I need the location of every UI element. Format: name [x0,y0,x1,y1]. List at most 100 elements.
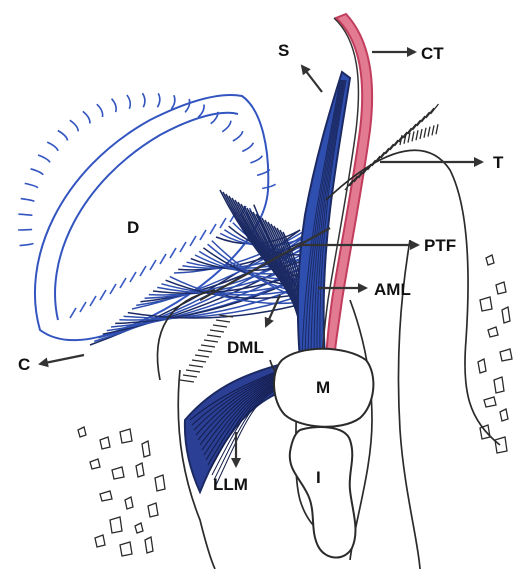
label-aml: AML [374,280,411,299]
disc-hatch-stroke [112,99,117,112]
bone-speckle [136,463,144,477]
label-ptf: PTF [424,236,456,255]
arrow-dml [266,295,280,326]
hatch-stroke [368,160,376,170]
bone-texture-left [78,427,165,556]
hatch-stroke [204,340,218,342]
bone-speckle [495,437,507,453]
label-ct: CT [421,44,444,63]
bone-speckle [148,503,158,517]
hatch-strip-left [180,315,233,382]
label-llm: LLM [213,475,248,494]
hatch-stroke [180,380,194,382]
bone-speckle [145,537,153,553]
disc-hatch-stroke [250,156,262,163]
disc-hatch-stroke [170,248,176,258]
hatch-stroke [436,124,438,134]
disc-hatch-stroke [25,183,38,187]
label-i: I [316,468,321,487]
disc-hatch-stroke [83,111,90,123]
disc-hatch-stroke [110,284,116,294]
bone-speckle [500,349,512,361]
bone-speckle [78,427,86,437]
bone-speckle [480,297,492,311]
hatch-stroke [198,350,212,352]
bone-speckle [110,517,122,533]
hatch-stroke [424,128,426,138]
bone-speckle [486,255,494,265]
disc-hatch-stroke [157,93,159,107]
disc-hatch-stroke [58,131,68,141]
bone-speckle [494,377,504,393]
disc-hatch-stroke [70,120,79,131]
bone-speckle [502,307,510,323]
bone-speckle [120,429,132,443]
bone-speckle [100,437,110,449]
disc-hatch-stroke [242,143,253,152]
hatch-stroke [412,131,414,141]
disc-hatch-stroke [233,131,243,141]
hatch-stroke [192,360,206,362]
disc-hatch-stroke [190,236,196,246]
hatch-stroke [413,120,421,130]
disc-hatch-stroke [143,93,145,107]
disc-hatch-stroke [120,278,126,288]
muscle-fiber [128,302,309,318]
label-s: S [278,41,289,60]
bone-speckle [480,425,490,439]
disc-hatch-stroke [21,199,35,202]
hatch-stroke [432,125,434,135]
disc-hatch-stroke [70,308,76,318]
label-dml: DML [227,338,264,357]
hatch-stroke [201,345,215,347]
bone-speckle [90,459,100,469]
arrow-s [302,66,322,92]
disc-hatch-stroke [20,244,34,246]
disc-hatch-stroke [18,229,32,230]
bone-speckle [112,467,124,479]
hatch-stroke [210,330,224,332]
hatch-stroke [189,365,203,367]
disc-hatch-stroke [185,99,190,112]
disc-hatch-stroke [210,224,216,234]
disc-hatch-stroke [38,155,50,162]
bone-i [290,427,356,558]
bone-speckle [120,542,132,556]
hatch-stroke [195,355,209,357]
hatch-stroke [207,335,221,337]
disc-hatch-stroke [140,266,146,276]
bone-speckle [135,523,143,533]
disc-hatch-stroke [222,121,231,132]
hatch-stroke [216,320,230,322]
disc-hatch-stroke [47,142,58,151]
disc-hatch-stroke [200,230,206,240]
disc-hatch-stroke [127,95,130,109]
label-d: D [127,218,139,237]
disc-hatch-stroke [198,105,204,118]
hatch-stroke [420,129,422,139]
disc-hatch-stroke [130,272,136,282]
disc-hatch-stroke [90,296,96,306]
hatch-stroke [422,112,430,122]
label-c: C [18,355,30,374]
bone-speckle [155,475,165,491]
hatch-stroke [417,116,425,126]
label-t: T [493,153,504,172]
disc-hatch-stroke [100,290,106,300]
hatch-stroke [431,104,439,114]
disc-hatch-stroke [31,169,44,175]
disc-hatch-stroke [220,218,226,228]
bone-speckle [142,441,150,457]
disc-hatch-stroke [171,95,174,109]
bone-speckle [496,282,506,294]
bone-speckle [95,535,105,547]
bone-speckle [500,409,508,421]
disc-hatch-stroke [180,242,186,252]
disc-hatch-stroke [150,260,156,270]
hatch-stroke [390,140,398,150]
hatch-stroke [408,124,416,134]
bone-speckle [125,497,133,509]
bone-texture-right [478,255,512,453]
